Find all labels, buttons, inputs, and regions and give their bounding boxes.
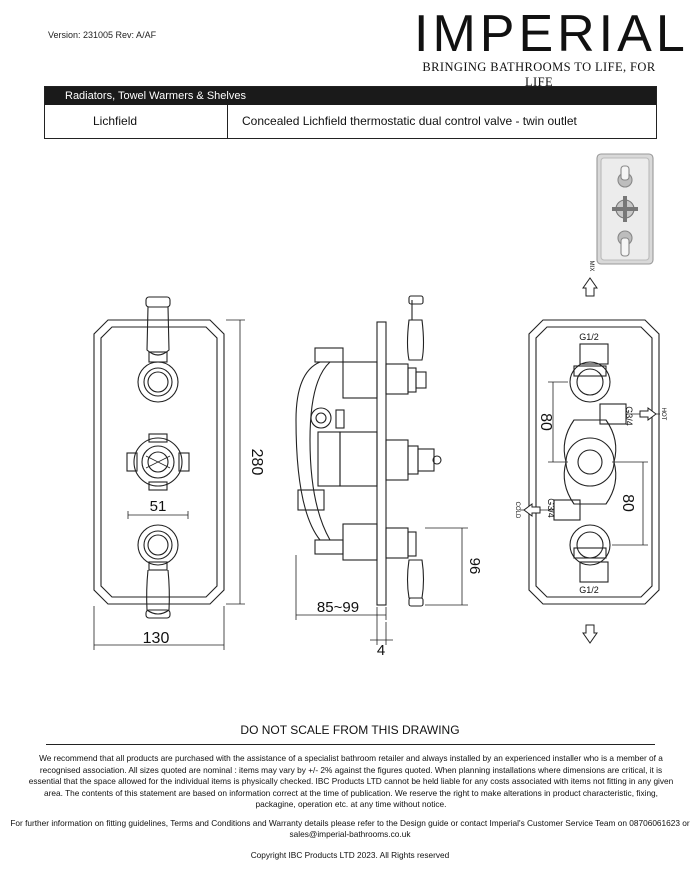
mix-label: MIX bbox=[588, 261, 594, 272]
side-projection-label: 96 bbox=[466, 558, 483, 575]
back-spacing-bottom-label: 80 bbox=[619, 494, 636, 512]
brand-tagline: BRINGING BATHROOMS TO LIFE, FOR LIFE bbox=[422, 60, 656, 89]
further-info-text: For further information on fitting guide… bbox=[10, 818, 690, 839]
side-plate-label: 4 bbox=[377, 642, 385, 659]
product-info-table: Radiators, Towel Warmers & Shelves Lichf… bbox=[44, 86, 657, 139]
hot-label: HOT bbox=[660, 408, 666, 421]
hot-arrow-icon bbox=[639, 407, 657, 421]
mix-arrow-icon bbox=[582, 277, 598, 297]
cold-arrow-icon bbox=[523, 503, 541, 517]
brand-block: IMPERIAL BRINGING BATHROOMS TO LIFE, FOR… bbox=[414, 5, 689, 90]
thread-cold-label: G3/4 bbox=[546, 498, 556, 518]
back-spacing-top-label: 80 bbox=[537, 413, 554, 431]
product-description: Concealed Lichfield thermostatic dual co… bbox=[242, 114, 577, 128]
cold-label: COLD bbox=[514, 502, 520, 519]
thread-hot-label: G3/4 bbox=[624, 406, 634, 426]
copyright-text: Copyright IBC Products LTD 2023. All Rig… bbox=[250, 850, 450, 860]
flow-arrows bbox=[523, 277, 657, 644]
front-view bbox=[93, 296, 245, 650]
version-text: Version: 231005 Rev: A/AF bbox=[48, 30, 157, 40]
category-header: Radiators, Towel Warmers & Shelves bbox=[45, 87, 656, 105]
footer-divider bbox=[46, 744, 655, 745]
product-row: Lichfield Concealed Lichfield thermostat… bbox=[45, 105, 656, 138]
front-width-label: 130 bbox=[143, 630, 170, 647]
back-view bbox=[520, 319, 660, 605]
brand-logo: IMPERIAL bbox=[414, 5, 689, 63]
technical-drawing: 280 130 51 85~99 4 96 80 80 G1/2 G1/2 G3… bbox=[93, 153, 666, 659]
side-depth-label: 85~99 bbox=[317, 599, 359, 616]
front-height-label: 280 bbox=[248, 449, 265, 476]
side-view bbox=[295, 295, 468, 645]
thread-bottom-label: G1/2 bbox=[579, 585, 599, 595]
product-photo bbox=[596, 153, 654, 265]
range-name: Lichfield bbox=[45, 105, 228, 138]
front-spacing-label: 51 bbox=[150, 498, 167, 515]
thread-top-label: G1/2 bbox=[579, 332, 599, 342]
do-not-scale-notice: DO NOT SCALE FROM THIS DRAWING bbox=[240, 723, 460, 737]
outlet-arrow-icon bbox=[582, 624, 598, 644]
disclaimer-text: We recommend that all products are purch… bbox=[28, 753, 674, 809]
